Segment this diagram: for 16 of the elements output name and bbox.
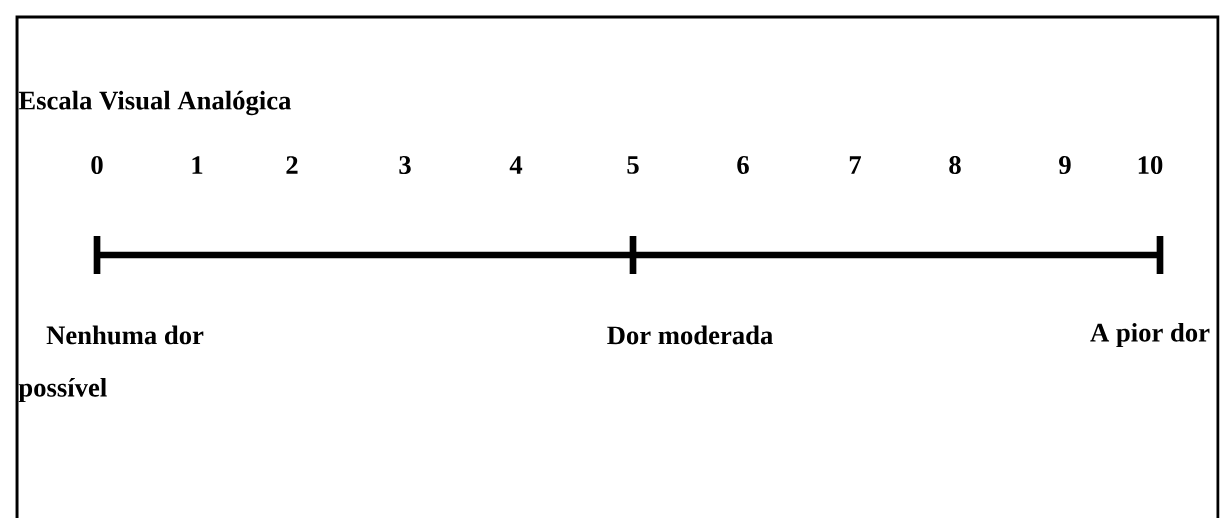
scale-number: 4 — [509, 156, 523, 174]
scale-number: 9 — [1059, 156, 1071, 174]
scale-number: 0 — [91, 156, 103, 174]
scale-number: 3 — [399, 156, 411, 174]
scale-number: 8 — [949, 156, 961, 174]
anchor-label: Nenhuma dor — [46, 325, 204, 345]
anchor-label: possível — [18, 377, 107, 403]
scale-number: 1 — [192, 156, 203, 174]
scale-number: 7 — [849, 156, 861, 174]
anchor-label: Dor moderada — [607, 325, 773, 345]
anchor-label: A pior dor — [1090, 322, 1210, 348]
scale-number: 5 — [627, 156, 639, 174]
scale-number: 2 — [286, 156, 298, 174]
scale-title: Escala Visual Analógica — [18, 90, 292, 116]
scale-number: 10 — [1138, 156, 1163, 174]
scale-number: 6 — [737, 156, 749, 174]
